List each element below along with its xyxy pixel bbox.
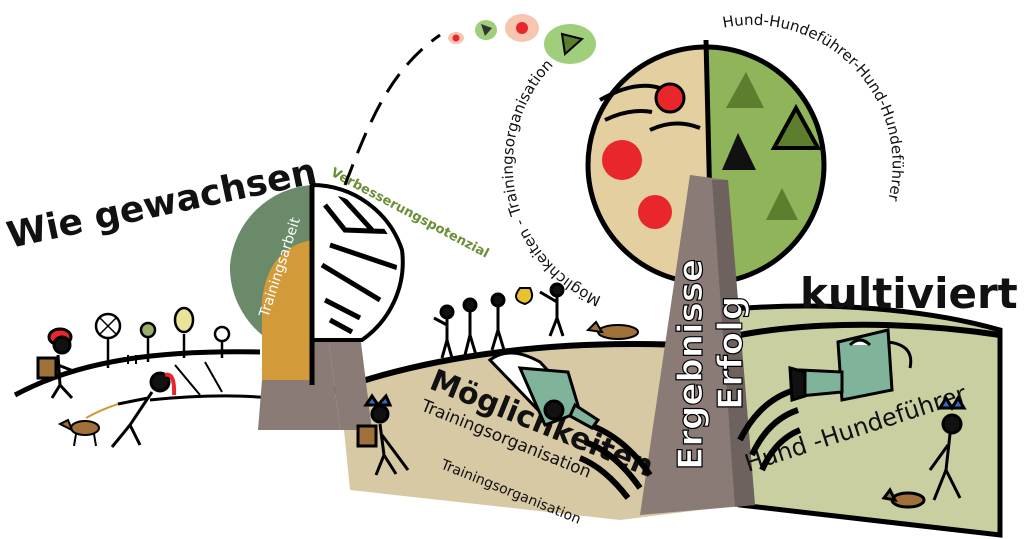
left-hill-path bbox=[174, 361, 223, 396]
group-figures bbox=[433, 282, 565, 359]
green-triangle-outlined bbox=[770, 103, 822, 150]
furrows-right bbox=[737, 387, 802, 472]
runner-figure bbox=[85, 371, 177, 448]
field-ridge bbox=[328, 341, 701, 395]
red-dot bbox=[638, 195, 672, 229]
trees bbox=[94, 306, 231, 368]
hiker-middle bbox=[356, 393, 410, 476]
black-triangle bbox=[722, 133, 756, 170]
left-hill bbox=[13, 349, 261, 398]
green-triangle bbox=[726, 72, 764, 108]
hiker-figure bbox=[36, 327, 77, 400]
dog-left bbox=[57, 418, 100, 447]
result-pillar: Ergebnisse Erfolg bbox=[640, 175, 755, 515]
evolution-bubbles bbox=[448, 14, 596, 64]
pillar-line1: Ergebnisse bbox=[671, 259, 711, 470]
cultivated-field bbox=[717, 303, 1003, 538]
potential-half bbox=[310, 182, 405, 342]
title-cultivated: kultiviert bbox=[800, 269, 1018, 318]
handler-right bbox=[881, 395, 967, 509]
pillar-line2: Erfolg bbox=[711, 296, 751, 410]
left-hill-lower bbox=[149, 394, 271, 402]
red-dot bbox=[602, 140, 642, 180]
green-triangle bbox=[766, 188, 798, 220]
watering-can-right bbox=[788, 328, 913, 402]
furrows-left bbox=[578, 422, 653, 500]
possibility-field bbox=[340, 344, 740, 520]
watering-can-left bbox=[487, 351, 601, 430]
dog-ridge bbox=[585, 320, 639, 340]
ochre-arch bbox=[262, 240, 312, 380]
dashed-trajectory bbox=[343, 33, 441, 186]
red-dot-ringed bbox=[654, 82, 686, 114]
